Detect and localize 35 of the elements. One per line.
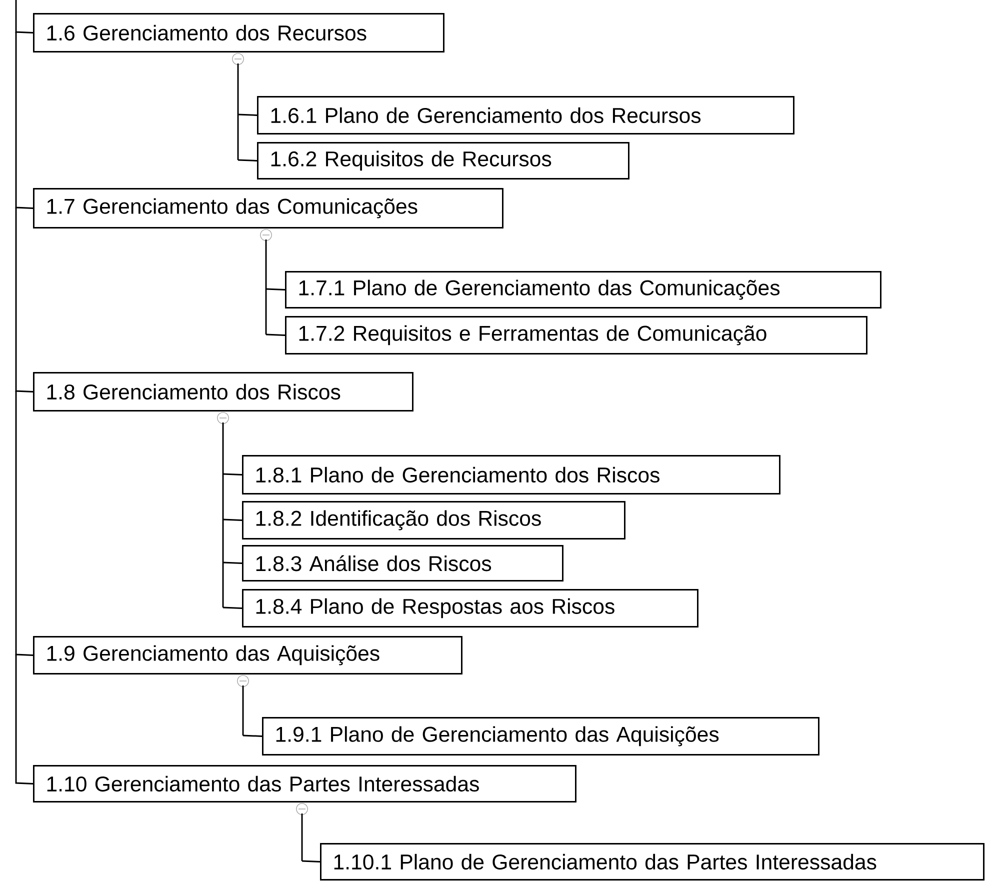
connector-line — [242, 686, 244, 736]
connector-line — [222, 473, 242, 476]
connector-line — [222, 422, 224, 608]
connector-line — [238, 114, 258, 116]
connector-line — [222, 606, 242, 609]
task-box: 1.6.1 Plano de Gerenciamento dos Recursos — [257, 96, 794, 134]
connector-line — [238, 159, 258, 162]
task-box: 1.7.2 Requisitos e Ferramentas de Comunicação — [285, 316, 868, 354]
task-box: 1.9.1 Plano de Gerenciamento das Aquisições — [262, 717, 820, 756]
connector-line — [302, 860, 320, 862]
task-box: 1.6.2 Requisitos de Recursos — [257, 142, 630, 180]
section-box: 1.9 Gerenciamento das Aquisições — [33, 636, 462, 674]
connector-line — [15, 0, 34, 34]
task-box: 1.8.3 Análise dos Riscos — [242, 545, 564, 582]
connector-line — [222, 562, 242, 564]
task-box: 1.7.1 Plano de Gerenciamento das Comunicações — [285, 271, 882, 308]
connector-line — [15, 391, 34, 656]
connector-line — [15, 32, 34, 209]
connector-line — [222, 518, 242, 521]
connector-line — [237, 64, 239, 160]
connector-line — [15, 208, 34, 392]
task-box: 1.10.1 Plano de Gerenciamento das Partes Interessadas — [320, 843, 984, 880]
section-box: 1.6 Gerenciamento dos Recursos — [33, 13, 444, 52]
connector-line — [301, 814, 303, 861]
connector-line — [265, 240, 267, 334]
section-box: 1.8 Gerenciamento dos Riscos — [33, 372, 414, 412]
connector-line — [266, 288, 286, 290]
section-box: 1.10 Gerenciamento das Partes Interessadas — [33, 765, 576, 802]
task-box: 1.8.2 Identificação dos Riscos — [242, 501, 626, 540]
connector-line — [242, 734, 262, 737]
section-box: 1.7 Gerenciamento das Comunicações — [33, 188, 504, 228]
task-box: 1.8.1 Plano de Gerenciamento dos Riscos — [242, 455, 780, 494]
task-box: 1.8.4 Plano de Respostas aos Riscos — [242, 589, 698, 628]
connector-line — [15, 654, 34, 784]
connector-line — [266, 334, 286, 336]
